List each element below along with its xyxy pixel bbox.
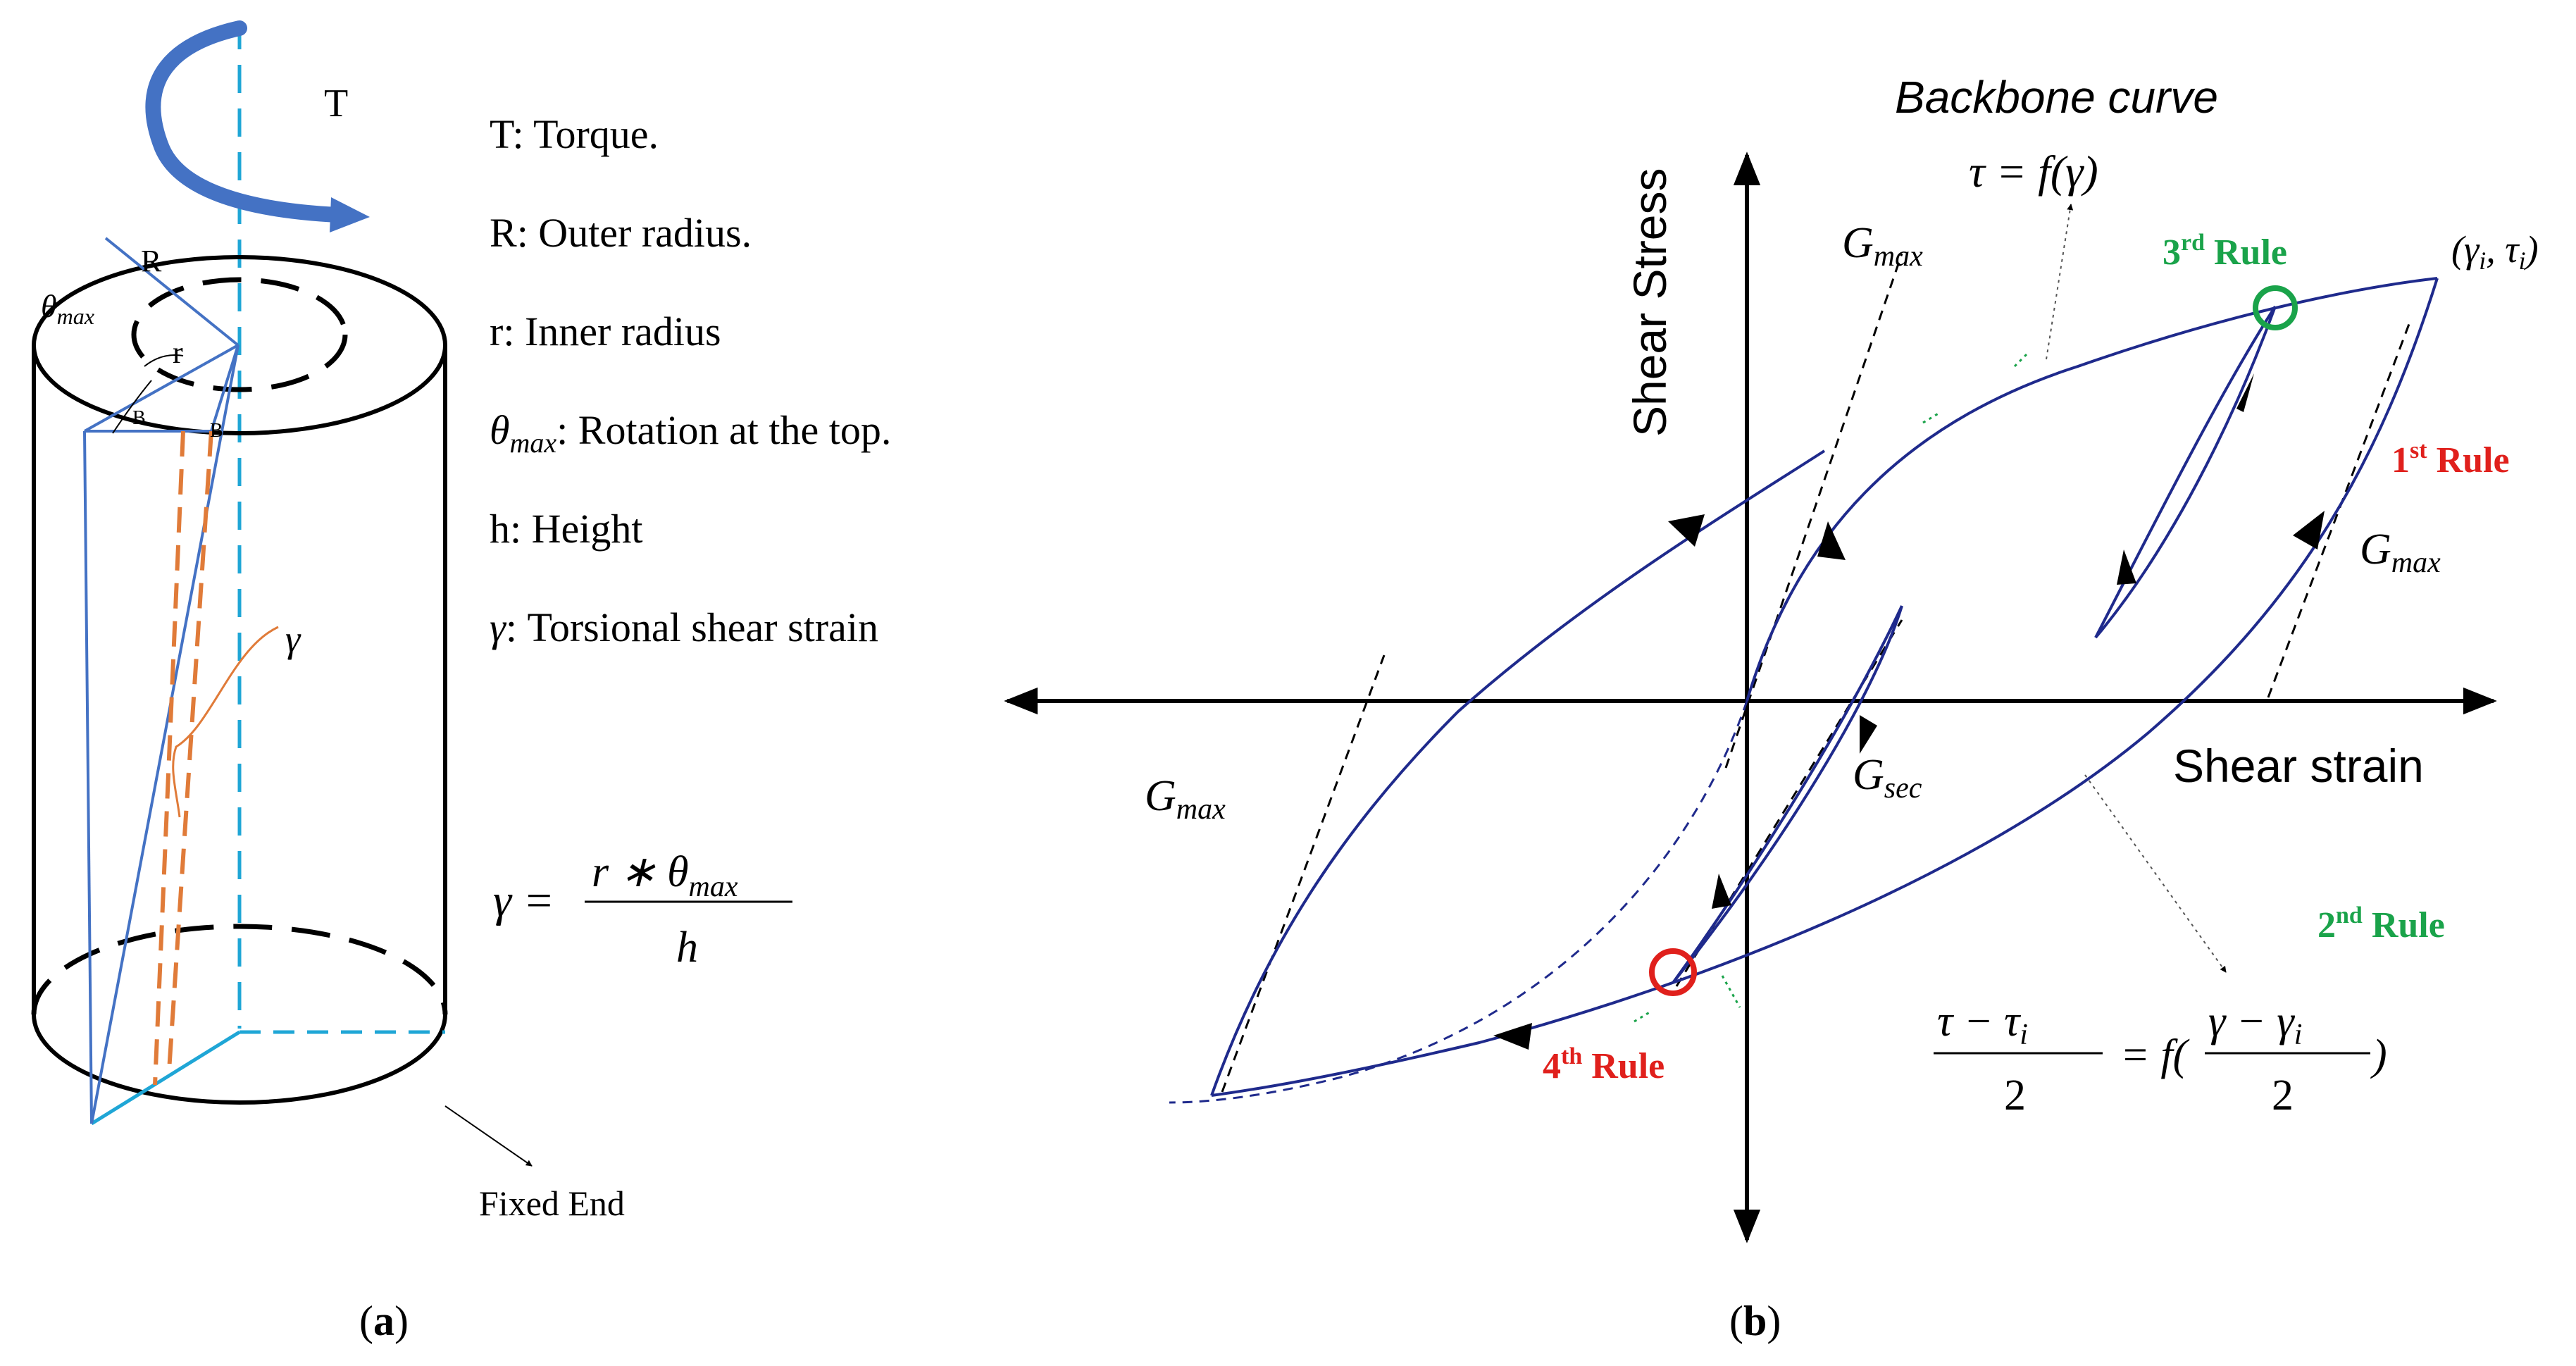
second-rule-label: 2nd Rule [2317, 902, 2445, 945]
cylinder-bottom-back [31, 924, 448, 1015]
arrow-lower-left-icon [1493, 1023, 1532, 1050]
fourth-rule-marker [1649, 948, 1697, 996]
formula-denominator: h [676, 924, 698, 971]
inner-loop-4-upper [1672, 605, 1903, 984]
arrow-origin-up-icon [1817, 521, 1846, 560]
inner-loop-3-upper [2094, 305, 2277, 638]
arrow-upper-left-icon [1668, 514, 1705, 547]
gamma-label: γ [285, 618, 301, 660]
x-axis-label: Shear strain [2173, 740, 2424, 792]
torque-arrow-icon [145, 20, 370, 232]
backbone-title: Backbone curve [1895, 72, 2218, 123]
formula-numerator: r ∗ θmax [592, 848, 738, 903]
inner-radius-circle [131, 277, 348, 392]
gmax-label-right: Gmax [2360, 526, 2441, 579]
third-rule-marker [2253, 285, 2298, 330]
panel-b-caption: (b) [1729, 1298, 1781, 1344]
eq-right-numerator: γ − γi [2208, 998, 2302, 1051]
twist-geometry [83, 237, 239, 1124]
arrow-third-rule-down-icon [2236, 373, 2254, 412]
arrow-gsec-down-icon [1860, 715, 1877, 754]
torque-label: T [324, 82, 348, 125]
arrow-fourth-rule-up-icon [1712, 874, 1731, 909]
formula-lhs: γ = [493, 875, 554, 926]
shear-strain-formula: γ = r ∗ θmax h [493, 848, 792, 971]
reloading-equation: τ − τi 2 = f( γ − γi 2 ) [1934, 998, 2387, 1119]
eq-left-denominator: 2 [2004, 1072, 2026, 1119]
first-rule-label: 1st Rule [2391, 437, 2510, 480]
fourth-rule-label: 4th Rule [1543, 1043, 1665, 1086]
direction-arrows [1493, 373, 2325, 1050]
rule-ticks [1634, 351, 2030, 1023]
legend-item-inner-radius: r: Inner radius [490, 309, 721, 354]
panel-a-caption: (a) [359, 1298, 409, 1344]
inner-loop-4-lower [1672, 605, 1903, 984]
outer-radius-label: R [141, 244, 162, 278]
backbone-curve [1746, 277, 2438, 702]
panel-a-legend: T: Torque. R: Outer radius. r: Inner rad… [490, 111, 891, 650]
gmax-label-top: Gmax [1842, 219, 1923, 273]
unloading-branch [1211, 278, 2439, 1097]
inner-loop-3-lower [2094, 306, 2277, 639]
legend-item-torque: T: Torque. [490, 111, 659, 157]
eq-middle: = f( [2120, 1031, 2190, 1079]
gamma-leader-line [172, 626, 279, 818]
backbone-equation: τ = f(γ) [1969, 147, 2098, 197]
legend-item-rotation: θmax: Rotation at the top. [490, 407, 891, 459]
backbone-negative-dashed [1169, 700, 1748, 1104]
fixed-end-arrow [444, 1105, 533, 1167]
sheared-line-1 [153, 430, 185, 1086]
sheared-line-2 [167, 430, 213, 1072]
third-rule-label: 3rd Rule [2163, 230, 2287, 273]
reloading-branch [1210, 449, 1826, 1096]
backbone-leader [2046, 204, 2074, 360]
eq-left-numerator: τ − τi [1937, 998, 2028, 1051]
cylinder-bottom-front [32, 1014, 447, 1105]
angle-arc [112, 380, 152, 434]
theta-max-label: θmax [41, 288, 94, 329]
eq-end: ) [2370, 1031, 2387, 1079]
fixed-end-label: Fixed End [479, 1184, 625, 1223]
gmax-tangent-origin [1724, 253, 1903, 769]
panel-b: Shear Stress Shear strain [1004, 72, 2539, 1344]
gsec-label: Gsec [1853, 751, 1922, 805]
eq-right-denominator: 2 [2272, 1072, 2294, 1119]
hysteresis-curves [1169, 277, 2439, 1104]
legend-item-shear-strain: γ: Torsional shear strain [490, 604, 878, 650]
second-rule-leader [2084, 774, 2227, 973]
y-axis-label: Shear Stress [1624, 168, 1676, 437]
point-b-label-1: B [132, 407, 146, 429]
arrow-first-rule-icon [2293, 511, 2325, 549]
gmax-label-left: Gmax [1145, 772, 1226, 826]
reversal-point-label: (γi, τi) [2451, 228, 2539, 275]
legend-item-height: h: Height [490, 506, 642, 552]
bottom-radius-line [90, 1030, 241, 1126]
gmax-tangent-left [1221, 654, 1386, 1093]
panel-a: T R r B B θma [31, 20, 891, 1344]
inner-radius-label: r [173, 335, 183, 370]
arrow-third-rule-up-icon [2117, 549, 2136, 585]
point-b-label-2: B [210, 420, 223, 442]
legend-item-outer-radius: R: Outer radius. [490, 210, 752, 256]
